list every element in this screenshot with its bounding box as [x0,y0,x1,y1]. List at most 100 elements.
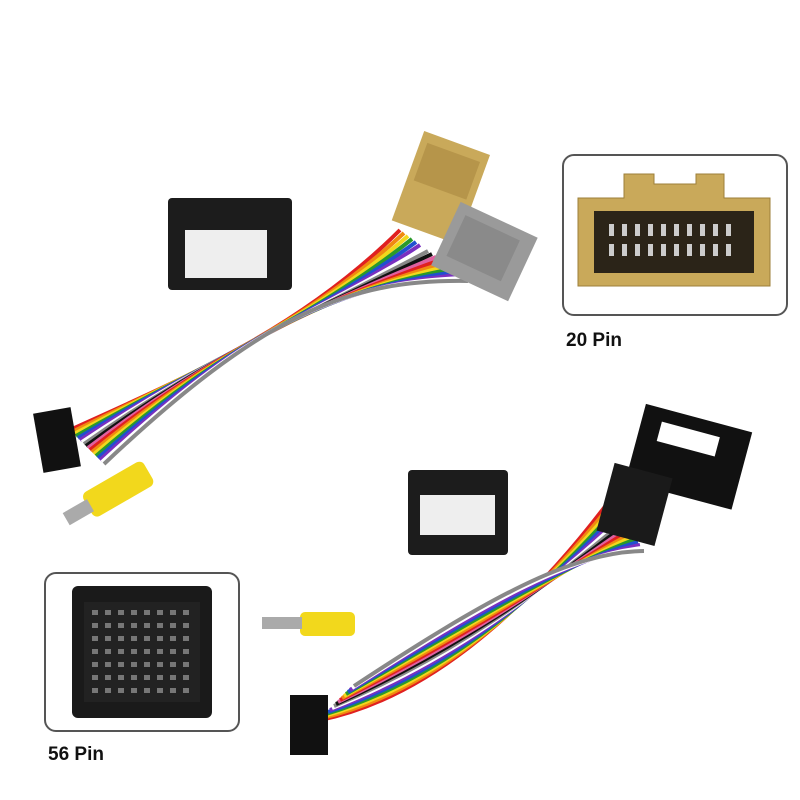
pin [144,662,150,667]
pin [183,675,189,680]
inset-20-pin [562,154,788,316]
pin [144,623,150,628]
pin [648,244,653,256]
pin [118,662,124,667]
pin [713,224,718,236]
pin [92,688,98,693]
pin [609,224,614,236]
pin [635,224,640,236]
56-pin-connector [72,586,212,718]
pin [144,649,150,654]
pin [105,662,111,667]
pin [170,610,176,615]
pin [118,688,124,693]
wire-bundle-bottom [319,498,645,722]
pin [131,688,137,693]
pin [674,224,679,236]
pin [144,688,150,693]
pin [648,224,653,236]
pin [131,623,137,628]
pin [131,610,137,615]
pin [674,244,679,256]
pin [144,636,150,641]
pin [609,244,614,256]
inset-56-pin [44,572,240,732]
pin [105,649,111,654]
pin [92,649,98,654]
pin [183,688,189,693]
pin [131,662,137,667]
pin [622,244,627,256]
pin [118,610,124,615]
wire [352,549,645,688]
wire [94,267,453,458]
pin [687,224,692,236]
pin [92,623,98,628]
pin [118,649,124,654]
pin [700,244,705,256]
pin [183,662,189,667]
pin [170,649,176,654]
wire-bundle-top [69,228,469,466]
pin [700,224,705,236]
pin [131,649,137,654]
pin [144,610,150,615]
pin [157,662,163,667]
pin [157,610,163,615]
pin [170,623,176,628]
rca-plug-top [62,461,154,526]
pin [726,244,731,256]
wire [96,270,457,460]
black-connector-bottom [596,403,753,546]
pin [157,688,163,693]
pin [118,675,124,680]
pin [183,610,189,615]
pin [157,675,163,680]
caption-20-pin: 20 Pin [566,330,622,351]
pin [170,688,176,693]
pin [713,244,718,256]
black-connector-top [33,407,81,473]
pin [622,224,627,236]
pin [105,636,111,641]
gray-connector-top [431,201,538,302]
pin [661,224,666,236]
pin [92,610,98,615]
pin [131,675,137,680]
black-connector-bottom-small [290,695,328,755]
wire [100,276,465,464]
top-harness [33,131,538,526]
pin [183,636,189,641]
pin [183,623,189,628]
pin [92,662,98,667]
pin [144,675,150,680]
pin [635,244,640,256]
bottom-harness [262,403,753,755]
pin [92,675,98,680]
pin [183,649,189,654]
pin [92,636,98,641]
pin [105,688,111,693]
20-pin-connector [577,173,771,287]
pin [170,636,176,641]
pin [118,623,124,628]
caption-56-pin: 56 Pin [48,744,104,765]
pin [118,636,124,641]
pin [170,675,176,680]
pin [105,623,111,628]
pin [661,244,666,256]
module-label-top [185,230,267,278]
pin [131,636,137,641]
pin [157,623,163,628]
wire [102,278,469,466]
pin [105,610,111,615]
pin [170,662,176,667]
rca-plug-bottom [262,612,355,636]
pin [157,649,163,654]
pin [105,675,111,680]
pin [726,224,731,236]
pin [687,244,692,256]
wire [98,273,461,462]
